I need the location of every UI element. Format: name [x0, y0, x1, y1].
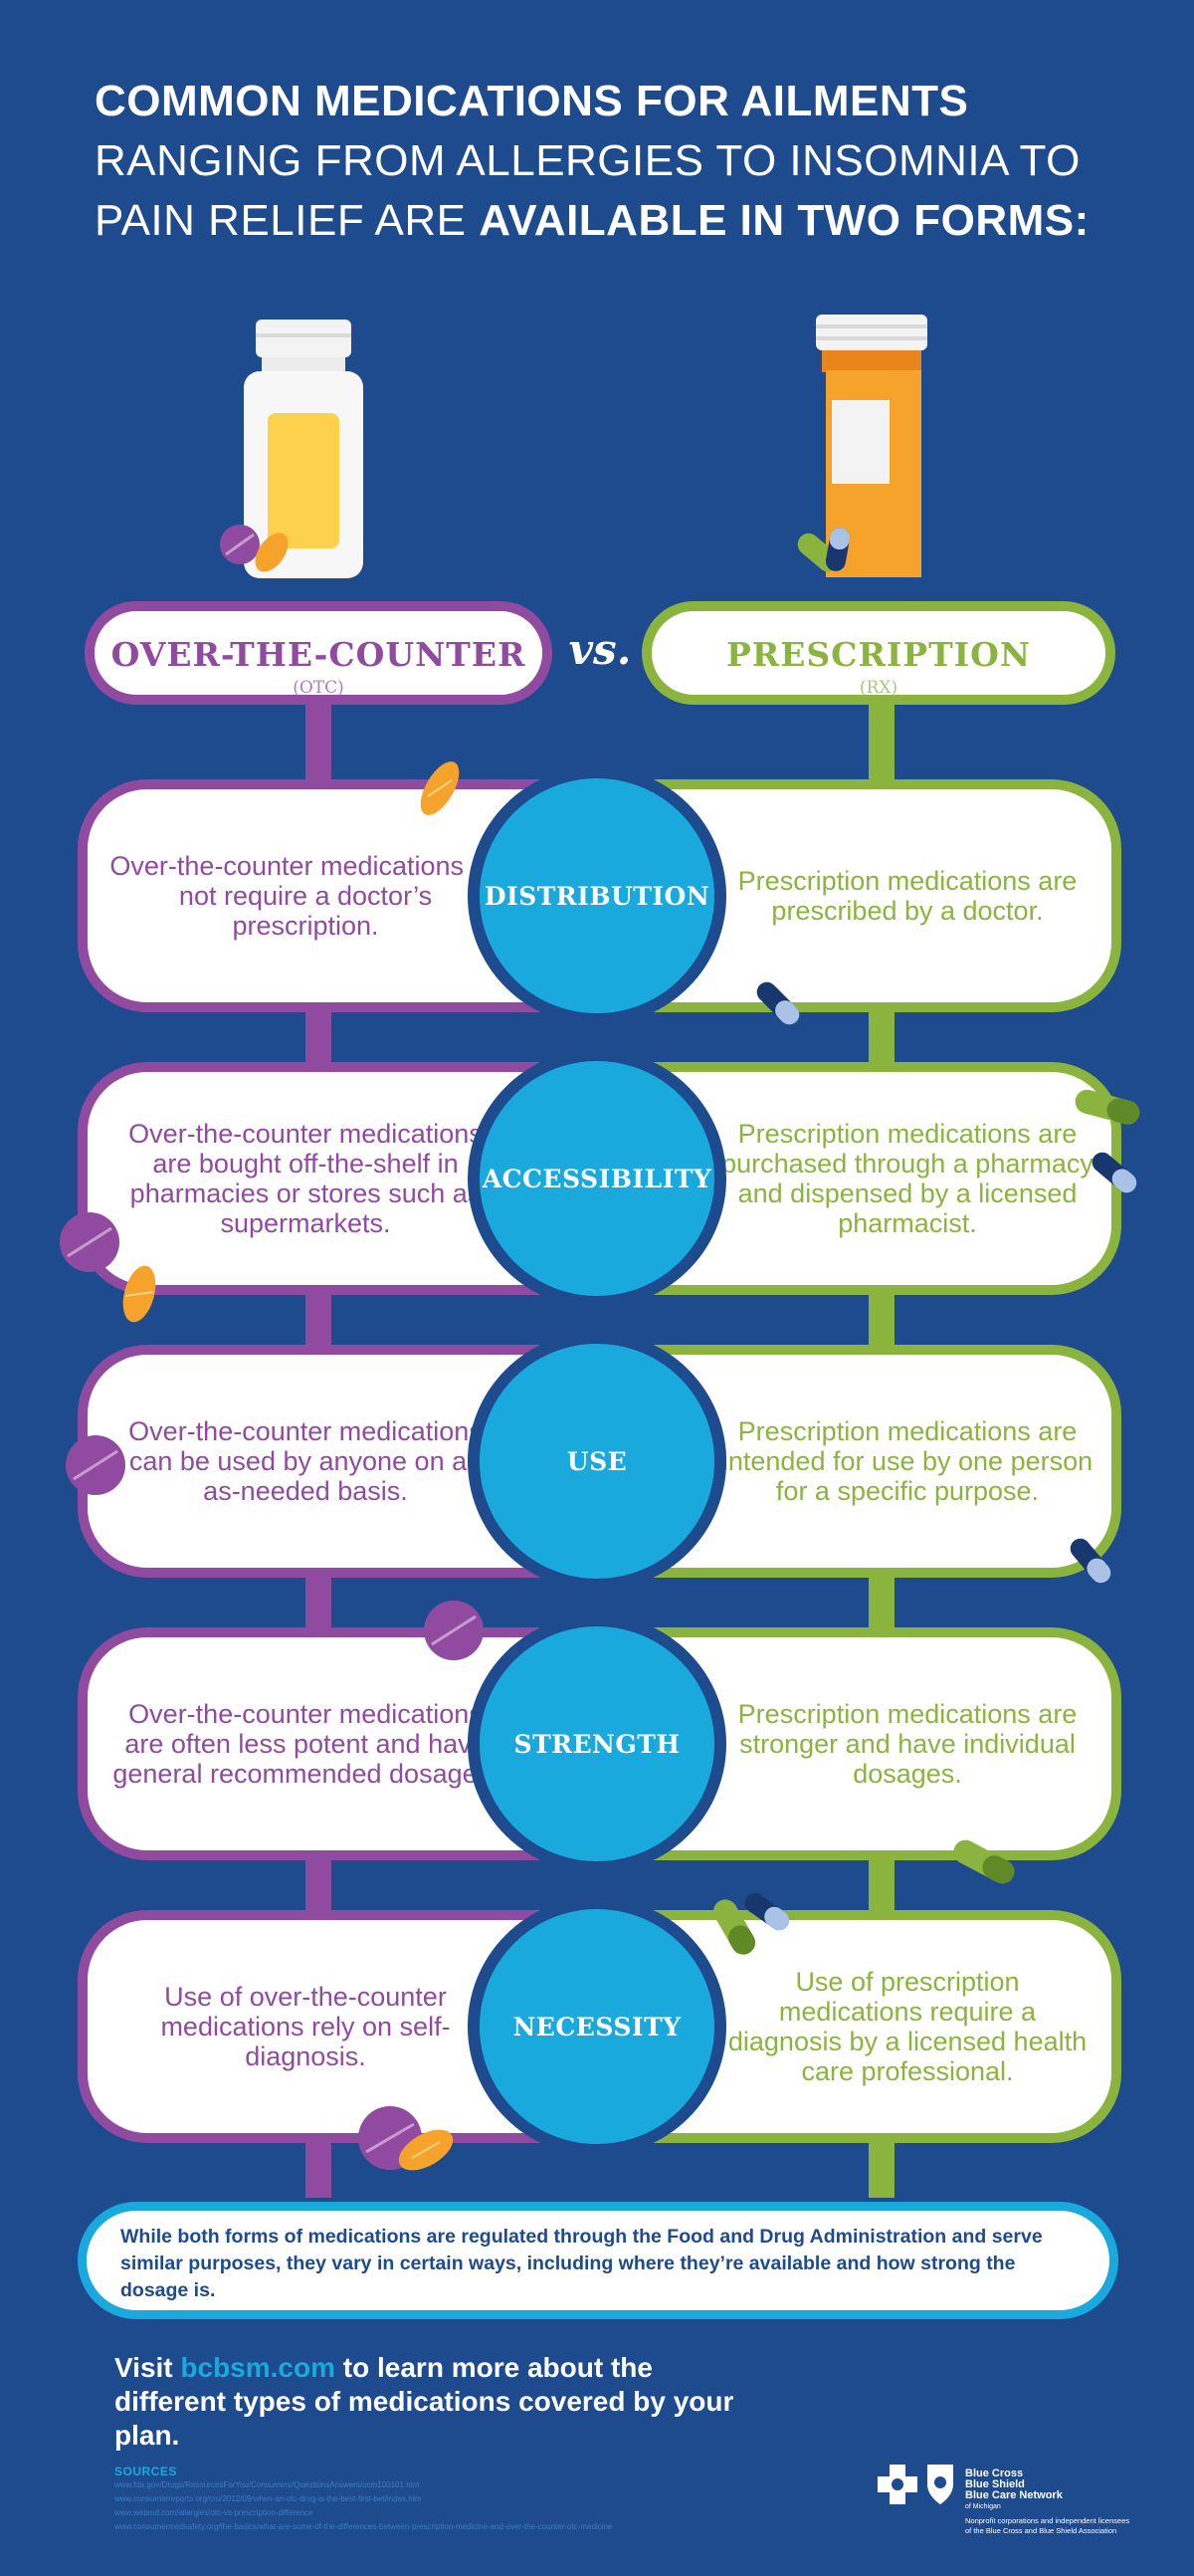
visit-text: Visit bcbsm.com to learn more about the … — [114, 2351, 751, 2453]
title-line-3-bold: AVAILABLE IN TWO FORMS: — [479, 196, 1090, 245]
visit-suffix: to learn more about the different types … — [114, 2352, 734, 2451]
visit-prefix: Visit — [114, 2352, 181, 2383]
bcbsm-link[interactable]: bcbsm.com — [180, 2352, 336, 2383]
sources-title: SOURCES — [114, 2465, 177, 2478]
source-link-1[interactable]: www.fda.gov/Drugs/ResourcesForYou/Consum… — [114, 2480, 420, 2489]
rx-header: PRESCRIPTION (RX) — [642, 601, 1115, 705]
title-line-3-regular: PAIN RELIEF ARE — [95, 196, 480, 245]
rx-bottle-icon — [797, 315, 927, 577]
sources: SOURCES www.fda.gov/Drugs/ResourcesForYo… — [114, 2465, 751, 2534]
otc-title: OVER-THE-COUNTER — [110, 635, 526, 674]
rx-use-card: Prescription medications are intended fo… — [642, 1345, 1121, 1578]
title-line-3: PAIN RELIEF ARE AVAILABLE IN TWO FORMS: — [95, 191, 1149, 251]
brand-name-1: Blue Cross — [965, 2468, 1024, 2479]
regulation-note: While both forms of medications are regu… — [78, 2202, 1118, 2319]
otc-bottle-icon — [220, 320, 363, 578]
source-link-2[interactable]: www.consumerreports.org/cro/2012/09/when… — [114, 2494, 422, 2503]
cross-shield-icon — [878, 2465, 953, 2504]
bcbs-logo: Blue Cross Blue Shield Blue Care Network… — [876, 2461, 1134, 2535]
otc-header: OVER-THE-COUNTER (OTC) — [85, 601, 552, 705]
brand-disclaimer: Nonprofit corporations and independent l… — [965, 2516, 1130, 2535]
rx-title: PRESCRIPTION — [725, 635, 1032, 674]
decorative-pills-icon — [60, 761, 1140, 2171]
source-link-3[interactable]: www.webmd.com/allergies/otc-vs-prescript… — [114, 2508, 313, 2517]
rx-necessity-card: Use of prescription medications require … — [642, 1910, 1121, 2143]
otc-subtitle: (OTC) — [293, 678, 344, 698]
source-link-4[interactable]: www.consumermedsafety.org/the-basics/wha… — [114, 2522, 613, 2531]
brand-names: Blue Cross Blue Shield Blue Care Network… — [965, 2469, 1063, 2512]
rx-subtitle: (RX) — [859, 678, 898, 698]
brand-name-2: Blue Shield — [965, 2478, 1025, 2490]
otc-strength-card: Over-the-counter medications are often l… — [78, 1627, 563, 1860]
versus-label: vs. — [568, 625, 632, 674]
brand-name-3: Blue Care Network — [965, 2489, 1063, 2501]
title-line-2: RANGING FROM ALLERGIES TO INSOMNIA TO — [95, 136, 1081, 185]
page-title: COMMON MEDICATIONS FOR AILMENTS RANGING … — [95, 72, 1149, 251]
brand-of: of Michigan — [965, 2503, 1001, 2510]
title-line-1: COMMON MEDICATIONS FOR AILMENTS — [95, 77, 969, 125]
